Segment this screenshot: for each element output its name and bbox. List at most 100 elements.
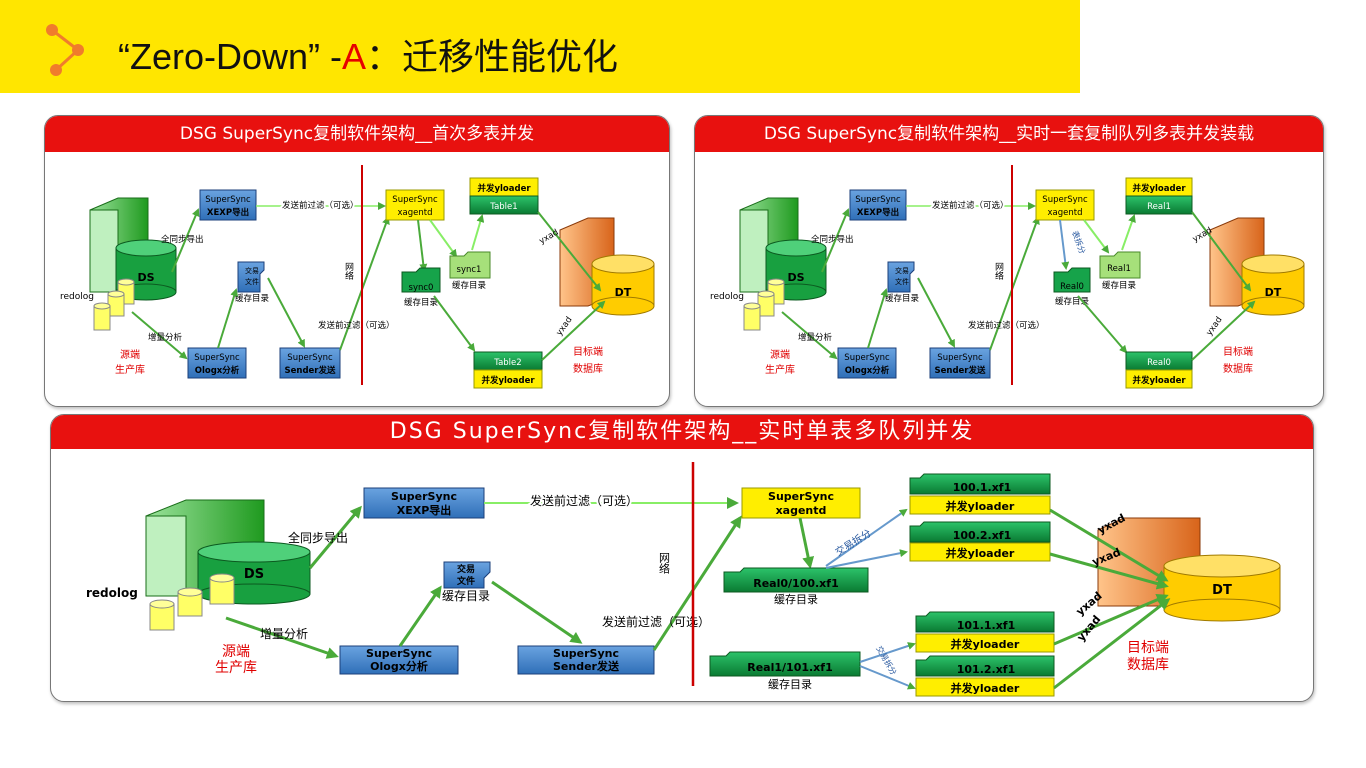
arrow <box>798 517 815 569</box>
svg-text:并发yloader: 并发yloader <box>951 637 1020 651</box>
target-label-1: 目标端 <box>573 345 603 358</box>
svg-text:XEXP导出: XEXP导出 <box>207 207 249 218</box>
panel-header: DSG SuperSync复制软件架构__首次多表并发 <box>45 116 669 152</box>
svg-text:100.1.xf1: 100.1.xf1 <box>953 481 1012 494</box>
incremental-label: 增量分析 <box>260 627 308 641</box>
arrow <box>821 208 850 273</box>
svg-text:SuperSync: SuperSync <box>1042 195 1088 205</box>
xexp-box: SuperSync XEXP导出 <box>199 189 257 221</box>
arrow <box>267 277 305 348</box>
arrow <box>825 549 908 569</box>
svg-text:并发yloader: 并发yloader <box>946 546 1015 560</box>
network-label: 网络 <box>658 552 671 574</box>
redolog-label: redolog <box>710 292 744 302</box>
queue-folder-0-label: 缓存目录 <box>1055 296 1090 307</box>
yxad-label-2: yxad <box>1204 315 1224 338</box>
xexp-box: SuperSync XEXP导出 <box>849 189 907 221</box>
svg-text:SuperSync: SuperSync <box>205 195 251 205</box>
svg-text:Ologx分析: Ologx分析 <box>370 659 428 673</box>
arrow <box>339 216 390 351</box>
arrow <box>859 665 916 690</box>
cache-dir-label: 缓存目录 <box>885 293 920 304</box>
ologx-box: SuperSync Ologx分析 <box>187 347 247 379</box>
title-bar <box>0 0 1080 93</box>
svg-text:并发yloader: 并发yloader <box>946 499 1015 513</box>
svg-text:Real0: Real0 <box>1147 358 1171 368</box>
arrow <box>429 219 458 258</box>
source-label-2: 生产库 <box>765 363 795 376</box>
split-label-2: 交易拆分 <box>874 644 899 677</box>
svg-text:Ologx分析: Ologx分析 <box>195 365 240 376</box>
svg-text:SuperSync: SuperSync <box>366 647 432 660</box>
ds-label: DS <box>244 567 264 582</box>
yloader-top-box: 并发yloader Table1 <box>469 177 539 215</box>
svg-text:SuperSync: SuperSync <box>553 647 619 660</box>
real1-label: 缓存目录 <box>768 677 812 691</box>
arrow <box>652 515 742 651</box>
arrow <box>1191 211 1252 292</box>
svg-text:sync1: sync1 <box>457 265 482 275</box>
source-label-1: 源端 <box>770 348 790 361</box>
queue-101-2: 101.2.xf1 并发yloader <box>915 655 1055 697</box>
source-label-1: 源端 <box>120 348 140 361</box>
xagentd-box: SuperSync xagentd <box>741 487 861 519</box>
svg-text:并发yloader: 并发yloader <box>477 183 531 194</box>
diagram-initial-multi-table: DS redolog 源端 生产库 SuperSync XEXP导出 全同步导出… <box>60 165 655 389</box>
svg-text:SuperSync: SuperSync <box>855 195 901 205</box>
arrow <box>989 216 1040 351</box>
svg-text:SuperSync: SuperSync <box>194 353 240 363</box>
target-label-2: 数据库 <box>1127 657 1169 673</box>
svg-text:101.1.xf1: 101.1.xf1 <box>957 619 1016 632</box>
queue-folder-1: Real1 <box>1099 251 1141 279</box>
arrow <box>1053 598 1171 690</box>
sender-box: SuperSync Sender发送 <box>517 645 655 675</box>
redolog-files-icon <box>149 573 235 631</box>
arrow <box>1077 295 1128 354</box>
dt-label: DT <box>615 286 632 299</box>
arrow <box>1191 300 1256 361</box>
arrow <box>308 505 362 569</box>
svg-text:Table1: Table1 <box>489 202 517 212</box>
redolog-label: redolog <box>60 292 94 302</box>
transaction-file-icon: 交易 文件 <box>237 261 265 293</box>
svg-text:SuperSync: SuperSync <box>391 490 457 503</box>
svg-text:Real0: Real0 <box>1060 282 1084 292</box>
arrow <box>541 300 606 361</box>
svg-text:XEXP导出: XEXP导出 <box>857 207 899 218</box>
diagram-realtime-single-table: DS redolog 源端 生产库 SuperSync XEXP导出 全同步导出… <box>86 462 1281 697</box>
target-label-1: 目标端 <box>1223 345 1253 358</box>
real0-label: 缓存目录 <box>774 592 818 606</box>
queue-101-1: 101.1.xf1 并发yloader <box>915 611 1055 653</box>
send-filter-bottom-label: 发送前过滤（可选） <box>968 320 1045 331</box>
ds-label: DS <box>137 271 154 284</box>
svg-text:文件: 文件 <box>895 277 909 286</box>
arrow <box>491 580 583 644</box>
incremental-label: 增量分析 <box>148 332 183 343</box>
arrow <box>398 585 442 647</box>
svg-text:Real1: Real1 <box>1107 264 1131 274</box>
yloader-bottom-box: Table2 并发yloader <box>473 351 543 389</box>
arrow <box>1059 219 1070 270</box>
arrow <box>171 208 200 273</box>
dt-label: DT <box>1265 286 1282 299</box>
send-filter-top-label: 发送前过滤（可选） <box>282 200 359 211</box>
svg-text:并发yloader: 并发yloader <box>1132 183 1186 194</box>
svg-text:Ologx分析: Ologx分析 <box>845 365 890 376</box>
transaction-file-icon: 交易 文件 <box>443 561 491 589</box>
arrow <box>131 311 188 360</box>
target-label-2: 数据库 <box>1223 362 1253 375</box>
real0-folder: Real0/100.xf1 <box>723 567 869 593</box>
incremental-label: 增量分析 <box>798 332 833 343</box>
ologx-box: SuperSync Ologx分析 <box>837 347 897 379</box>
arrow <box>433 295 476 352</box>
svg-text:Sender发送: Sender发送 <box>935 365 986 376</box>
svg-text:SuperSync: SuperSync <box>287 353 333 363</box>
network-label: 网络 <box>343 262 354 281</box>
svg-text:SuperSync: SuperSync <box>937 353 983 363</box>
xagentd-box: SuperSync xagentd <box>1035 189 1095 221</box>
svg-text:101.2.xf1: 101.2.xf1 <box>957 663 1016 676</box>
slide-title: “Zero-Down” -A：迁移性能优化 <box>118 36 619 77</box>
svg-text:文件: 文件 <box>456 575 475 587</box>
redolog-files-icon <box>743 278 785 331</box>
dt-database-icon <box>591 254 655 316</box>
